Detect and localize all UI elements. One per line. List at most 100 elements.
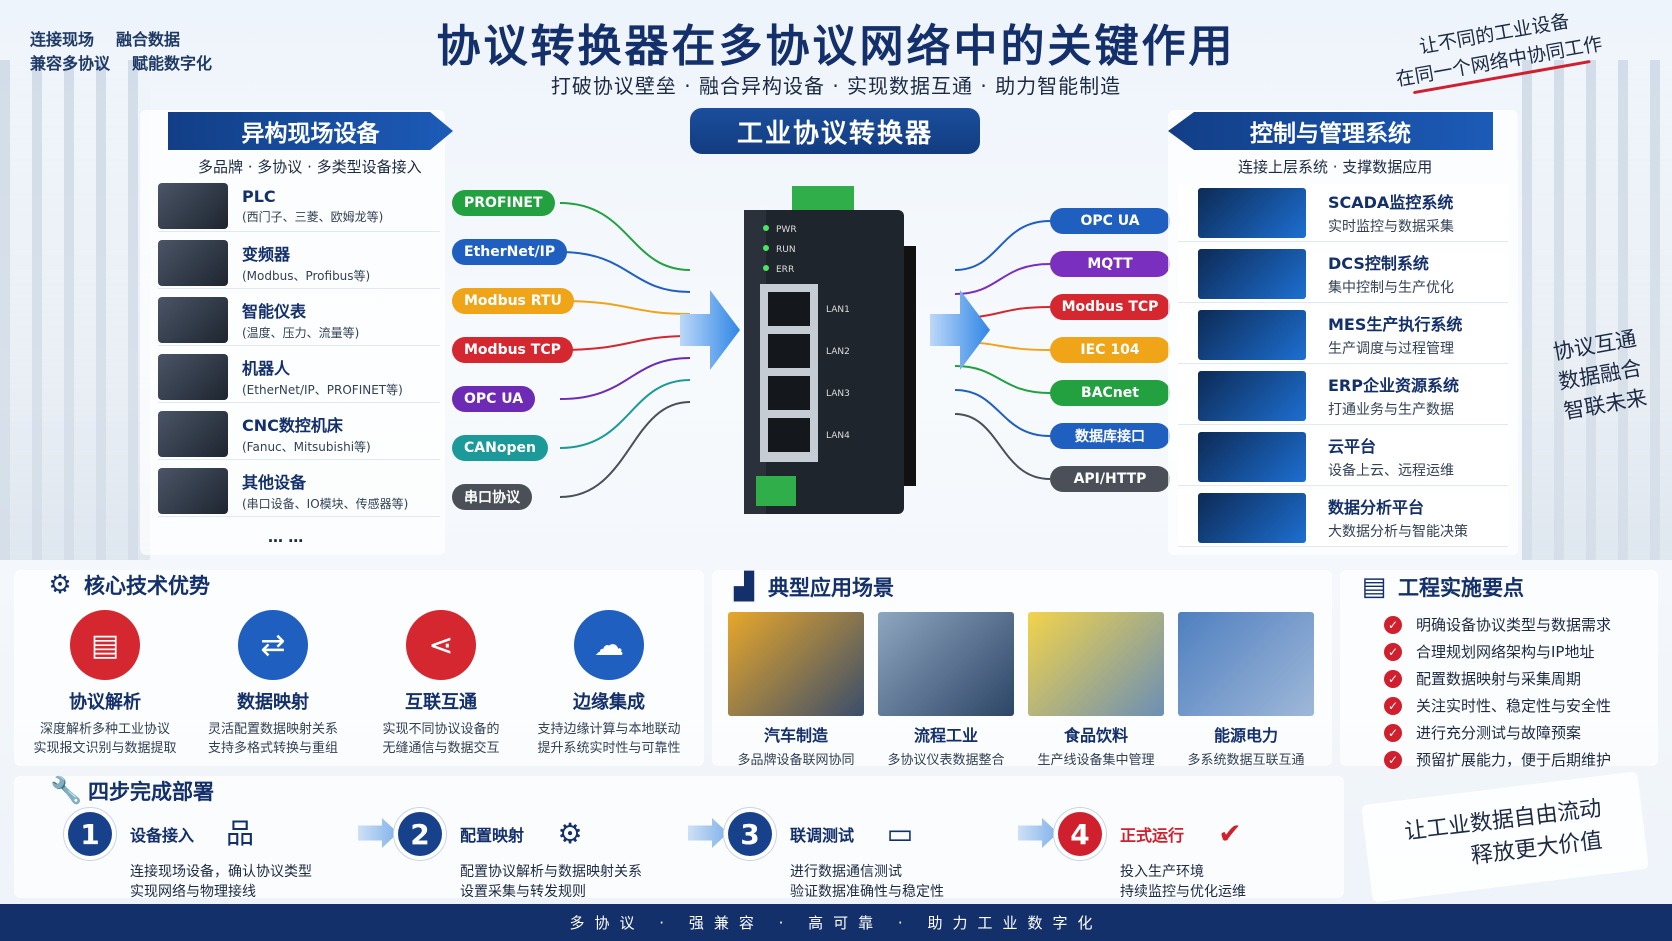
feature-desc-line: 实现不同协议设备的 (382, 722, 500, 737)
cloud-icon: ☁ (574, 610, 644, 680)
point-text: 进行充分测试与故障预案 (1416, 724, 1582, 742)
device-thumbnail (158, 353, 228, 400)
step-name: 配置映射 (460, 826, 525, 845)
device-desc: (Fanuc、Mitsubishi等) (242, 440, 371, 454)
feature-desc-line: 实现报文识别与数据提取 (33, 741, 177, 756)
check-icon: ✔ (1218, 817, 1242, 850)
scene-desc: 多系统数据互联互通 (1187, 753, 1305, 768)
scene-name: 能源电力 (1213, 726, 1278, 745)
background-plant-left (0, 60, 150, 560)
point-text: 配置数据映射与采集周期 (1416, 670, 1582, 688)
network-icon: 品 (225, 817, 254, 850)
right-section-banner: 控制与管理系统 (1168, 112, 1493, 150)
protocol-converter-device: PWR RUN ERR LAN1 LAN2 LAN3 LAN4 (744, 186, 916, 514)
core-advantages-title: ⚙核心技术优势 (46, 570, 210, 600)
system-row: SCADA监控系统实时监控与数据采集 (1178, 184, 1508, 242)
port-label: LAN1 (826, 305, 850, 315)
scene-card: 流程工业多协议仪表数据整合 (878, 612, 1014, 768)
scenes-title: ▟典型应用场景 (730, 572, 894, 602)
left-protocol-pill: PROFINET (452, 190, 555, 216)
device-thumbnail (158, 467, 228, 514)
right-protocol-pill: MQTT (1050, 251, 1170, 277)
led-label: PWR (776, 225, 797, 235)
feature-desc-line: 无缝通信与数据交互 (382, 741, 500, 756)
converter-title: 工业协议转换器 (690, 108, 980, 154)
left-protocol-pill: OPC UA (452, 386, 536, 412)
deployment-panel (14, 776, 1344, 898)
lan-port-3 (768, 376, 810, 410)
device-desc: (Modbus、Profibus等) (242, 269, 371, 283)
system-desc: 设备上云、远程运维 (1328, 463, 1454, 479)
left-wire (559, 202, 691, 271)
feature-name: 互联互通 (405, 692, 477, 713)
system-name: MES生产执行系统 (1328, 315, 1463, 334)
gear-icon: ⚙ (48, 570, 72, 600)
feature-desc-line: 深度解析多种工业协议 (39, 722, 170, 737)
step-number: 4 (1058, 812, 1102, 856)
core-feature: ⋖ 互联互通实现不同协议设备的无缝通信与数据交互 (356, 610, 526, 758)
device-name: 机器人 (242, 359, 291, 378)
tagline-text: 连接现场 (30, 30, 95, 49)
right-protocol-pill: OPC UA (1050, 208, 1170, 234)
device-thumbnail (158, 410, 228, 457)
left-wire (559, 300, 691, 315)
left-protocol-pill: 串口协议 (452, 484, 532, 510)
check-icon: ✓ (1384, 615, 1402, 634)
core-feature: ⇄数据映射灵活配置数据映射关系支持多格式转换与重组 (188, 610, 358, 758)
system-name: DCS控制系统 (1328, 254, 1429, 273)
led-label: RUN (776, 245, 796, 255)
tagline-text: 兼容多协议 (30, 54, 111, 73)
implementation-point: ✓关注实时性、稳定性与安全性 (1384, 695, 1611, 716)
deployment-step: 4 正式运行 ✔ (1058, 810, 1250, 858)
port-label: LAN3 (826, 389, 850, 399)
scene-photo (1028, 612, 1164, 716)
step-desc-line: 投入生产环境 (1120, 864, 1204, 880)
device-thumbnail (158, 296, 228, 343)
feature-desc-line: 提升系统实时性与可靠性 (537, 741, 681, 756)
lan-port-1 (768, 292, 810, 326)
step-desc-line: 持续监控与优化运维 (1120, 884, 1246, 900)
check-icon: ✓ (1384, 696, 1402, 715)
point-text: 明确设备协议类型与数据需求 (1416, 616, 1612, 634)
feature-desc: 深度解析多种工业协议实现报文识别与数据提取 (20, 720, 190, 758)
system-thumbnail (1198, 370, 1306, 421)
section-title-text: 工程实施要点 (1398, 576, 1524, 600)
system-text: 云平台设备上云、远程运维 (1328, 433, 1454, 480)
system-desc: 实时监控与数据采集 (1328, 219, 1454, 235)
system-text: 数据分析平台大数据分析与智能决策 (1328, 494, 1468, 541)
page-title: 协议转换器在多协议网络中的关键作用 (436, 21, 1236, 72)
step-desc: 连接现场设备，确认协议类型实现网络与物理接线 (130, 862, 312, 902)
scene-name: 食品饮料 (1063, 726, 1128, 745)
system-text: ERP企业资源系统打通业务与生产数据 (1328, 372, 1459, 419)
step-number: 3 (728, 812, 772, 856)
system-name: 数据分析平台 (1328, 498, 1425, 517)
implementation-point: ✓ 配置数据映射与采集周期 (1384, 668, 1581, 689)
right-wire (954, 389, 1051, 437)
feature-desc-line: 支持多格式转换与重组 (207, 741, 338, 756)
led-label: ERR (776, 265, 794, 275)
device-desc: (温度、压力、流量等) (242, 326, 360, 340)
wrench-icon: 🔧 (50, 776, 83, 806)
left-protocol-pill: EtherNet/IP (452, 239, 568, 265)
swap-icon: ⇄ (238, 610, 308, 680)
tagline-text: 赋能数字化 (132, 54, 213, 73)
implementation-point: ✓ 明确设备协议类型与数据需求 (1384, 614, 1611, 635)
device-text: PLC(西门子、三菱、欧姆龙等) (242, 187, 383, 225)
left-wire (559, 401, 691, 498)
scene-desc: 生产线设备集中管理 (1037, 753, 1155, 768)
implementation-point: ✓预留扩展能力，便于后期维护 (1384, 749, 1611, 770)
device-thumbnail (158, 239, 228, 286)
terminal-block-bottom (756, 476, 796, 506)
device-desc: (EtherNet/IP、PROFINET等) (242, 383, 403, 397)
right-wire (954, 413, 1051, 480)
share-icon: ⋖ (406, 610, 476, 680)
system-desc: 大数据分析与智能决策 (1328, 524, 1468, 540)
device-text: CNC数控机床(Fanuc、Mitsubishi等) (242, 412, 371, 455)
step-name: 联调测试 (790, 826, 855, 845)
system-row: MES生产执行系统生产调度与过程管理 (1178, 306, 1508, 364)
check-icon: ✓ (1384, 669, 1402, 688)
right-wire (954, 365, 1051, 394)
step-name: 正式运行 (1120, 826, 1185, 845)
system-name: SCADA监控系统 (1328, 193, 1454, 212)
